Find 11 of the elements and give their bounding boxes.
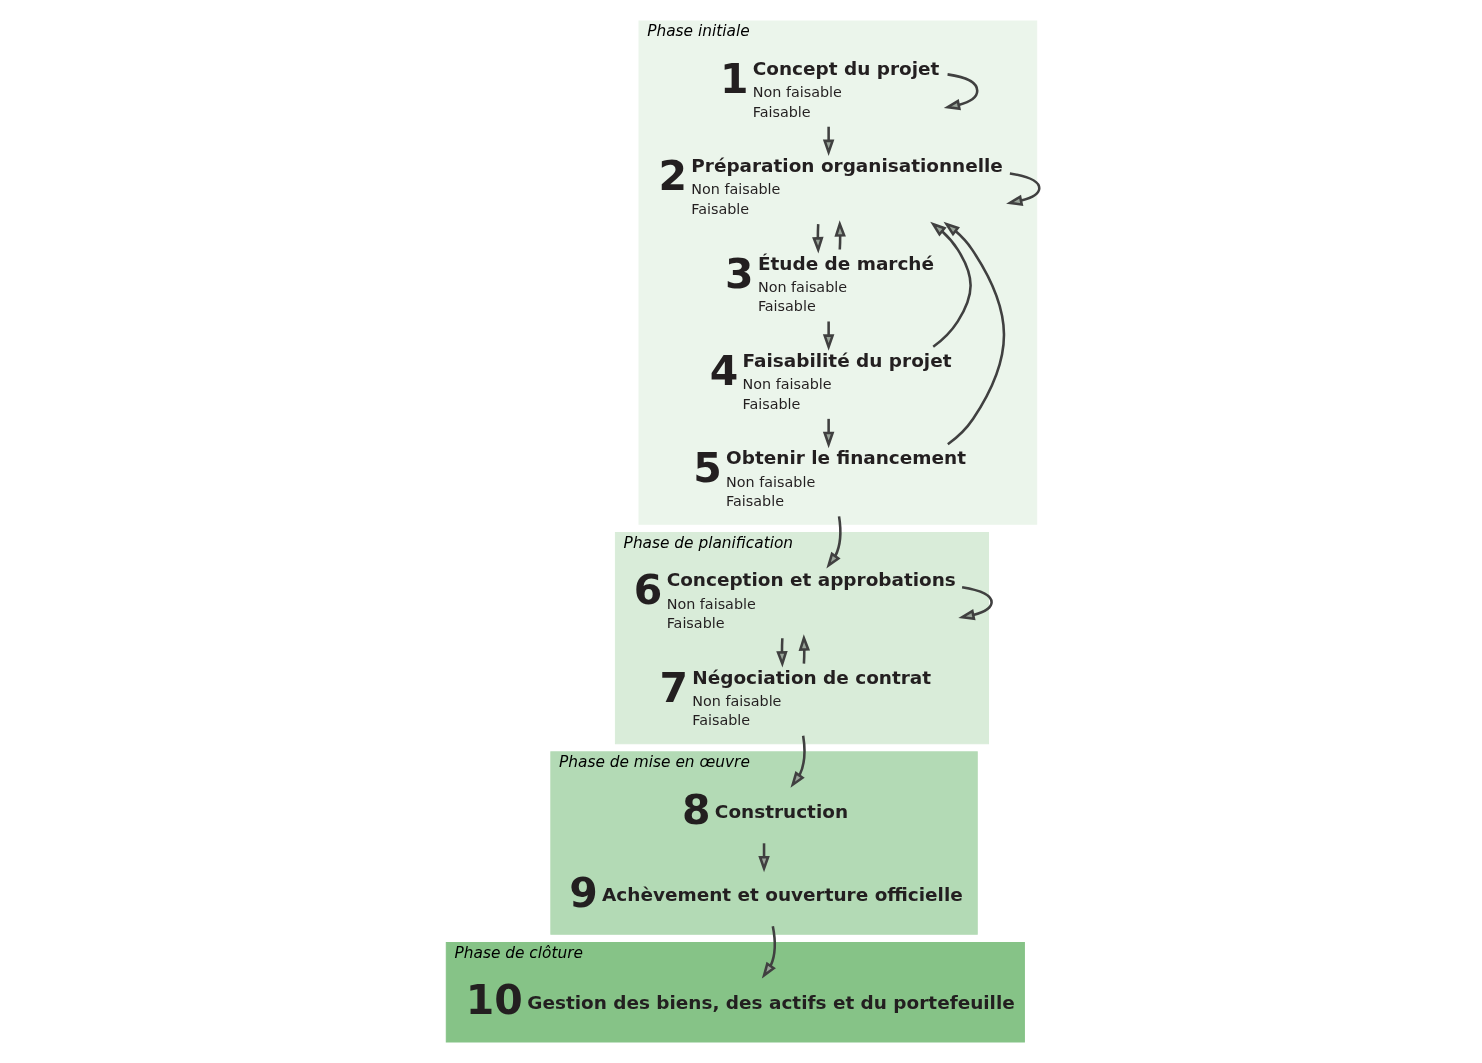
arrow xyxy=(790,735,806,788)
arrow xyxy=(822,321,834,351)
arrow xyxy=(943,221,1005,446)
arrow xyxy=(943,73,979,111)
arrow xyxy=(822,126,834,157)
arrow xyxy=(761,926,776,979)
arrow xyxy=(929,221,972,348)
arrow xyxy=(1005,172,1041,206)
arrow xyxy=(957,585,993,621)
arrow xyxy=(822,418,834,449)
arrow xyxy=(825,516,842,569)
